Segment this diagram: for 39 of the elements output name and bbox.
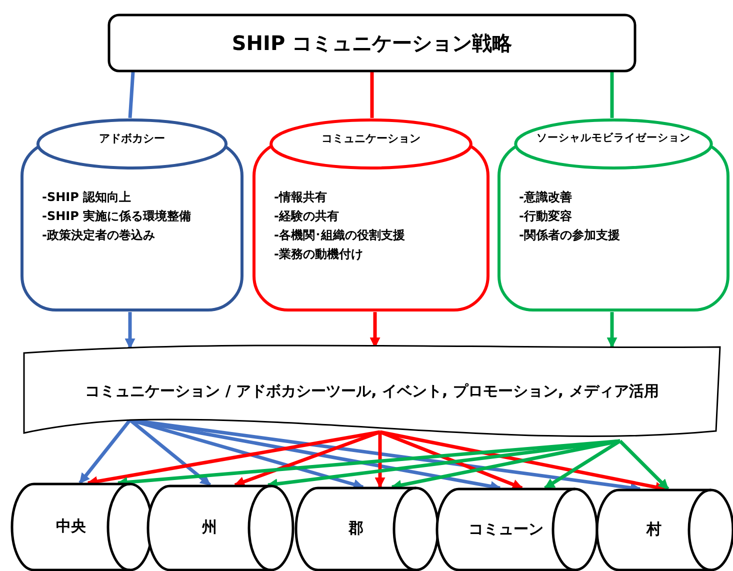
arrow <box>124 312 136 350</box>
heading-text: アドボカシー <box>98 132 166 145</box>
title-text: SHIP コミュニケーション戦略 <box>230 30 514 57</box>
level-text: 中央 <box>55 517 87 536</box>
level-text: コミューン <box>468 520 544 538</box>
level-text: 州 <box>201 518 218 537</box>
cylinder-box <box>437 488 597 571</box>
cylinder-box <box>252 118 490 312</box>
connector-line <box>370 72 374 118</box>
list-item: -各機関･組織の役割支援 <box>274 227 405 244</box>
list-item: -経験の共有 <box>274 208 339 225</box>
cylinder-box <box>597 489 733 571</box>
arrow <box>606 312 618 348</box>
connector-line <box>128 72 135 118</box>
arrow <box>234 430 381 487</box>
connector-line <box>610 72 614 118</box>
list-item: -SHIP 認知向上 <box>42 189 132 206</box>
list-item: -意識改善 <box>519 189 572 206</box>
list-item: -SHIP 実施に係る環境整備 <box>42 208 192 225</box>
arrow <box>78 418 132 484</box>
heading-text: ソーシャルモビライゼーション <box>535 132 692 145</box>
list-item: -関係者の参加支援 <box>519 227 620 244</box>
cylinder-box <box>296 487 438 571</box>
banner-text: コミュニケーション / アドボカシーツール, イベント, プロモーション, メディア活用 <box>84 382 660 401</box>
list-item: -情報共有 <box>274 189 327 206</box>
level-text: 村 <box>645 520 662 539</box>
level-text: 郡 <box>347 519 364 538</box>
cylinder-box <box>12 483 152 571</box>
cylinder-box <box>497 118 730 312</box>
title-box <box>108 14 636 72</box>
list-item: -政策決定者の巻込み <box>42 227 155 244</box>
heading-text: コミュニケーション <box>320 132 422 145</box>
arrow <box>618 440 670 490</box>
arrow <box>379 430 523 490</box>
arrow <box>374 432 386 488</box>
list-item: -行動変容 <box>519 208 572 225</box>
cylinder-box <box>20 118 244 312</box>
list-item: -業務の動機付け <box>274 246 363 263</box>
cylinder-box <box>148 485 293 571</box>
